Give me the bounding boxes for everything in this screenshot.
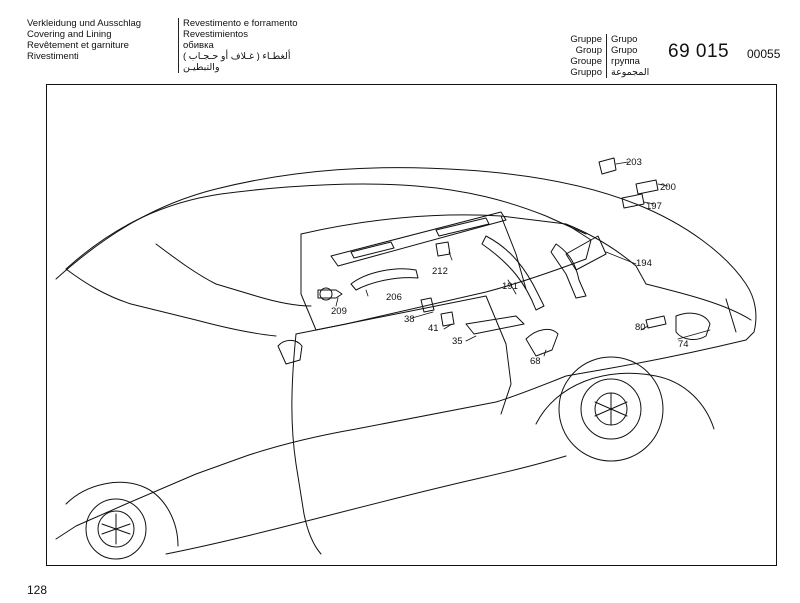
callout-209: 209 bbox=[331, 306, 347, 317]
callout-74: 74 bbox=[678, 339, 689, 350]
windshield bbox=[65, 268, 277, 337]
title-pt: Revestimento e forramento bbox=[183, 18, 298, 29]
group-label-fr: Groupe bbox=[570, 56, 602, 67]
group-label-ru: группа bbox=[611, 56, 640, 67]
side-window bbox=[300, 214, 592, 331]
front-wheel bbox=[85, 498, 147, 560]
title-ar-1: ألغطـاء ( غـلاف أو حـجـاب ) bbox=[183, 51, 291, 62]
part-203 bbox=[598, 157, 617, 175]
callout-200: 200 bbox=[660, 182, 676, 193]
sheet-code: 00055 bbox=[747, 47, 781, 61]
callout-191: 191 bbox=[502, 281, 518, 292]
title-de: Verkleidung und Ausschlag bbox=[27, 18, 142, 29]
grab-handle-206 bbox=[350, 268, 419, 291]
callout-80: 80 bbox=[635, 322, 646, 333]
roof-line bbox=[65, 183, 587, 270]
clip-212 bbox=[435, 241, 451, 257]
c-pillar-trim-191 bbox=[481, 235, 545, 311]
callout-35: 35 bbox=[452, 336, 463, 347]
rear-wheel bbox=[558, 356, 664, 462]
car-interior-lining-diagram: 203 200 197 194 212 191 206 209 38 41 35… bbox=[55, 157, 757, 560]
title-block-multilingual-2: Revestimento e forramento Revestimientos… bbox=[178, 18, 298, 73]
cover-74 bbox=[675, 312, 711, 340]
title-block-multilingual: Verkleidung und Ausschlag Covering and L… bbox=[27, 18, 141, 62]
door-line bbox=[291, 333, 322, 555]
roof-rail-part bbox=[330, 211, 507, 267]
callout-203: 203 bbox=[626, 157, 642, 168]
title-ar-2: والتبطيـن bbox=[183, 62, 220, 73]
group-label-block: Gruppe Group Groupe Gruppo bbox=[540, 34, 602, 78]
page-number: 128 bbox=[27, 583, 48, 597]
screw-38 bbox=[420, 297, 435, 313]
title-it: Rivestimenti bbox=[27, 51, 79, 62]
clip-41 bbox=[440, 311, 455, 327]
callout-212: 212 bbox=[432, 266, 448, 277]
car-body-outline bbox=[55, 167, 757, 540]
part-68 bbox=[525, 328, 559, 357]
title-es: Revestimientos bbox=[183, 29, 248, 40]
group-label-block-2: Grupo Grupo группа المجموعة bbox=[606, 34, 649, 78]
title-en: Covering and Lining bbox=[27, 29, 112, 40]
part-200 bbox=[635, 179, 659, 195]
group-number: 69 015 bbox=[668, 41, 730, 62]
group-label-it: Gruppo bbox=[570, 67, 602, 78]
leader-lines bbox=[335, 161, 711, 357]
group-label-es: Grupo bbox=[611, 45, 638, 56]
front-wheel-arch bbox=[65, 481, 179, 547]
mirror bbox=[277, 339, 303, 365]
callout-194: 194 bbox=[636, 258, 652, 269]
group-label-de: Gruppe bbox=[570, 34, 602, 45]
part-197 bbox=[621, 193, 645, 209]
callout-41: 41 bbox=[428, 323, 439, 334]
group-label-en: Group bbox=[575, 45, 602, 56]
title-fr: Revêtement et garniture bbox=[27, 40, 129, 51]
screw-80 bbox=[645, 315, 667, 329]
trim-strip-35 bbox=[465, 315, 525, 335]
callout-197: 197 bbox=[646, 201, 662, 212]
title-ru: обивка bbox=[183, 40, 214, 51]
group-label-ar: المجموعة bbox=[611, 67, 650, 78]
screw-209 bbox=[317, 289, 343, 299]
group-label-pt: Grupo bbox=[611, 34, 638, 45]
callout-206: 206 bbox=[386, 292, 402, 303]
callout-68: 68 bbox=[530, 356, 541, 367]
callout-38: 38 bbox=[404, 314, 415, 325]
drawing-frame bbox=[46, 84, 777, 566]
trim-194 bbox=[550, 243, 587, 299]
